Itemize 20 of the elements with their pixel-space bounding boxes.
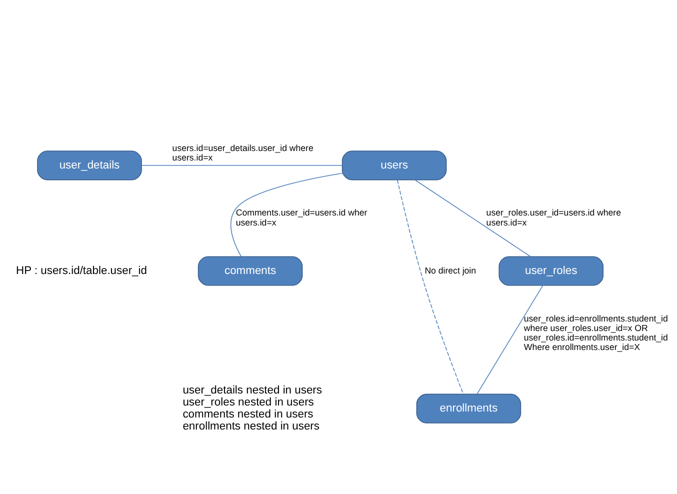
label: comments nested in users <box>182 408 314 421</box>
edge-label: user_roles.id=enrollments.student_id where user_roles.user_id=x OR user_roles.id=enrollments.student_id Where enrollments.user_id=X <box>524 313 668 352</box>
connector <box>230 172 343 257</box>
label: HP : users.id/table.user_id <box>16 264 148 277</box>
node-box: comments <box>198 256 303 286</box>
node-box: users <box>342 150 447 180</box>
connector <box>476 285 544 395</box>
label: user_details nested in users <box>182 384 322 397</box>
edge-label: No direct join <box>424 265 476 276</box>
edge-label: users.id=user_details.user_id where users.id=x <box>172 142 314 162</box>
connector <box>141 165 343 166</box>
edge-label: user_roles.user_id=users.id where users.id=x <box>486 208 622 228</box>
node-box: user_roles <box>498 256 604 286</box>
label: enrollments nested in users <box>182 420 320 433</box>
label: user_roles nested in users <box>182 396 314 409</box>
connector <box>414 180 531 257</box>
node-box: user_details <box>37 150 142 180</box>
node-box: enrollments <box>416 394 522 424</box>
connector <box>396 180 464 394</box>
edge-label: Comments.user_id=users.id wher users.id=x <box>236 208 368 228</box>
